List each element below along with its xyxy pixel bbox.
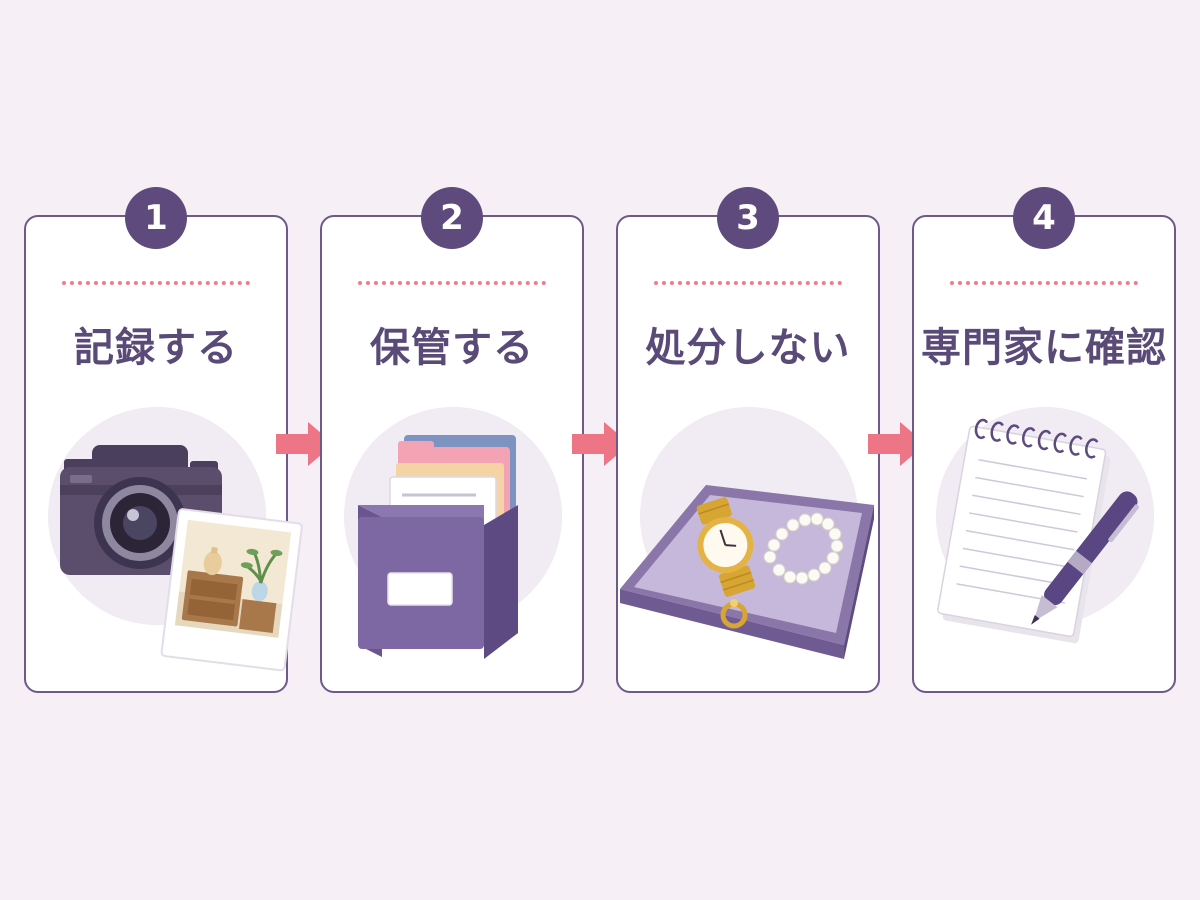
dotted-divider <box>62 281 250 285</box>
camera-and-photo-icon <box>60 445 303 672</box>
step-card-4: 4 専門家に確認 <box>912 187 1176 693</box>
step-card-1: 1 記録する <box>24 187 303 693</box>
notepad-and-pen-icon <box>937 418 1139 644</box>
step-title: 記録する <box>74 325 238 371</box>
step-number-badge: 1 <box>125 187 187 249</box>
jewelry-tray-icon <box>620 485 874 659</box>
dotted-divider <box>654 281 842 285</box>
dotted-divider <box>358 281 546 285</box>
step-title: 処分しない <box>645 325 851 371</box>
step-title: 保管する <box>370 325 534 371</box>
step-number-badge: 2 <box>421 187 483 249</box>
step-card-3: 3 処分しない <box>616 187 880 693</box>
step-number-badge: 3 <box>717 187 779 249</box>
arrow-right-icon <box>572 422 630 466</box>
step-card-2: 2 保管する <box>320 187 584 693</box>
step-number-badge: 4 <box>1013 187 1075 249</box>
arrow-right-icon <box>868 422 926 466</box>
step-title: 専門家に確認 <box>921 325 1167 371</box>
file-box-icon <box>358 435 518 659</box>
arrow-right-icon <box>276 422 334 466</box>
dotted-divider <box>950 281 1138 285</box>
